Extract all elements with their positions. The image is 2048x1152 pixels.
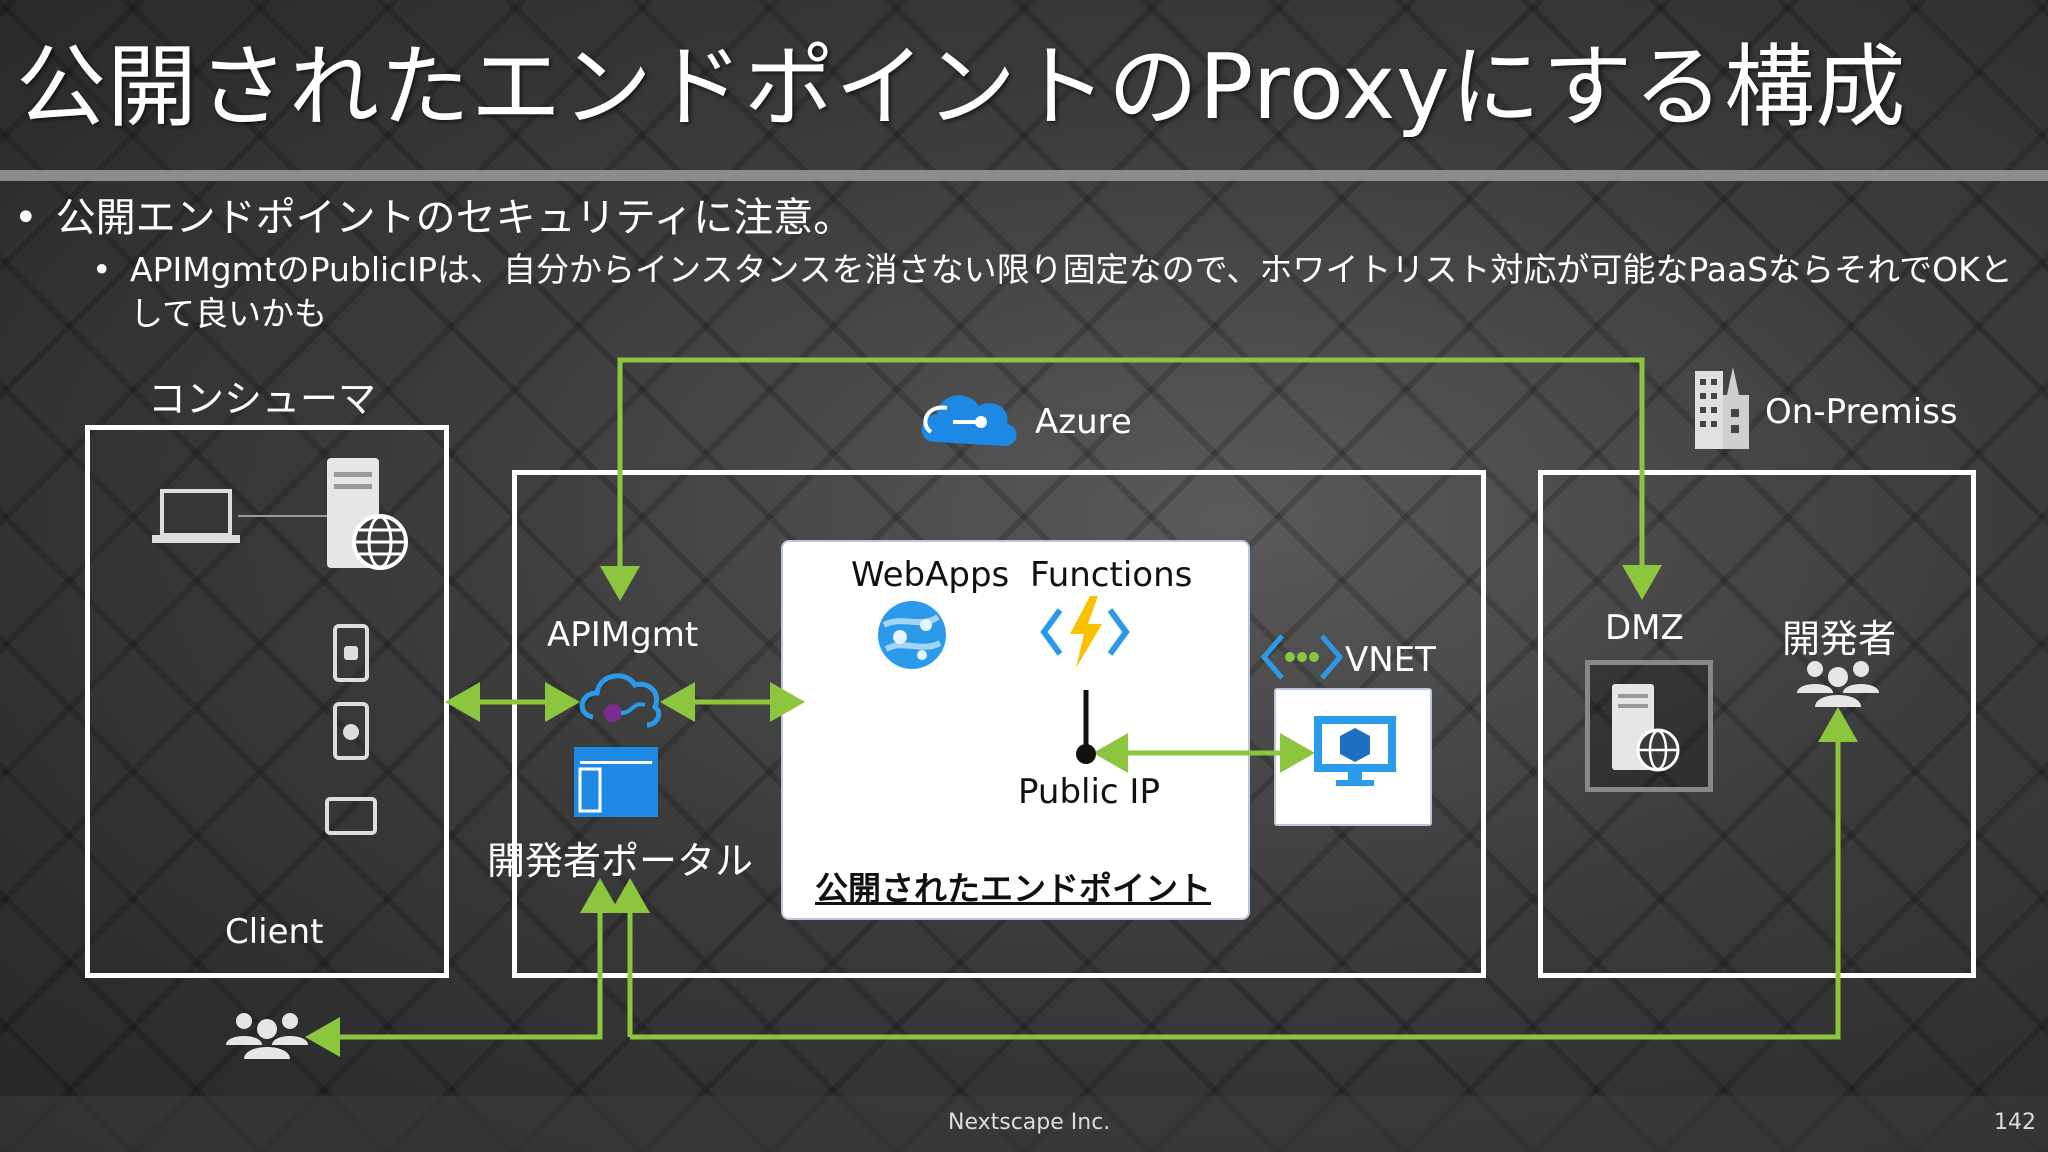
dmz-server-icon <box>1612 684 1680 772</box>
onprem-box <box>1538 470 1976 978</box>
laptop-icon <box>152 489 240 543</box>
page-title: 公開されたエンドポイントのProxyにする構成 <box>16 35 1907 140</box>
developer-route-arrow <box>630 707 1858 1040</box>
developer-group-icon <box>1797 661 1879 707</box>
dev-portal-window-icon <box>574 747 658 817</box>
bullet-text-1: 公開エンドポイントのセキュリティに注意。 <box>55 195 854 241</box>
bullet-item-2: • APIMgmtのPublicIPは、自分からインスタンスを消さない限り固定な… <box>92 248 2022 336</box>
consumer-label: コンシューマ <box>148 377 377 421</box>
developer-label: 開発者 <box>1782 617 1897 661</box>
title-divider <box>0 170 2048 181</box>
bullet-marker: • <box>92 250 112 289</box>
public-ip-pin-icon <box>1076 690 1096 764</box>
client-label: Client <box>225 912 324 952</box>
bullet-item-1: • 公開エンドポイントのセキュリティに注意。 <box>14 185 853 243</box>
top-route-arrow <box>617 357 1662 600</box>
vnet-label: VNET <box>1345 640 1436 680</box>
footer-company: Nextscape Inc. <box>948 1110 1111 1135</box>
android-phone-icon <box>333 624 369 682</box>
webapps-label: WebApps <box>851 555 1010 595</box>
tablet-icon <box>325 797 377 835</box>
onprem-label: On-Premiss <box>1765 392 1958 432</box>
building-icon <box>1695 367 1749 449</box>
footer-bar <box>0 1096 2048 1152</box>
web-server-icon <box>327 458 408 570</box>
functions-label: Functions <box>1030 555 1193 595</box>
vnet-icon <box>1260 634 1344 680</box>
public-ip-label: Public IP <box>1018 772 1160 812</box>
portal-to-users-arrow <box>305 890 603 1057</box>
azure-label: Azure <box>1035 402 1132 442</box>
azure-cloud-icon <box>921 395 1017 446</box>
dev-portal-label: 開発者ポータル <box>487 839 754 883</box>
functions-lightning-icon <box>1040 596 1130 668</box>
apple-phone-icon <box>333 702 369 760</box>
apimgmt-label: APIMgmt <box>547 615 699 655</box>
apim-cloud-icon <box>579 673 662 728</box>
dmz-label: DMZ <box>1605 608 1684 648</box>
bullet-text-2: APIMgmtのPublicIPは、自分からインスタンスを消さない限り固定なので… <box>130 250 2013 333</box>
page-number: 142 <box>1994 1110 2036 1135</box>
webapps-globe-icon <box>878 601 946 669</box>
bullet-marker: • <box>14 195 38 241</box>
user-group-icon <box>226 1013 308 1059</box>
vm-monitor-icon <box>1314 716 1396 786</box>
endpoint-label: 公開されたエンドポイント <box>815 869 1211 908</box>
public-endpoint-box <box>781 540 1250 920</box>
azure-box <box>512 470 1486 978</box>
connection-line <box>238 515 338 517</box>
